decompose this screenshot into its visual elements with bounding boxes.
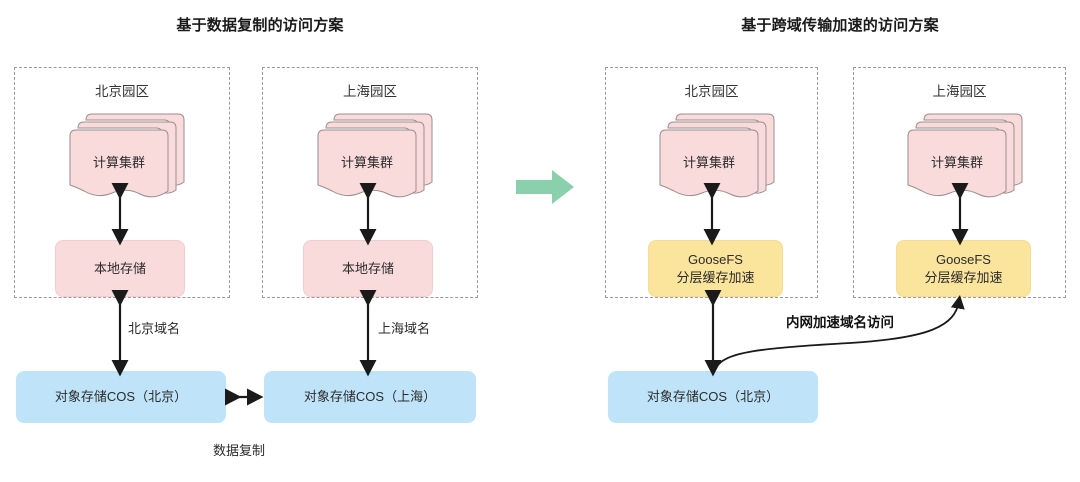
cos-beijing-right-label: 对象存储COS（北京）	[646, 389, 780, 405]
cos-shanghai-left-label: 对象存储COS（上海）	[303, 389, 437, 405]
left-panel-title: 基于数据复制的访问方案	[176, 17, 344, 34]
cluster-stack-icon	[907, 113, 1023, 198]
cluster-right-shanghai: 计算集群	[900, 108, 1030, 198]
edge-label-shanghai-domain: 上海域名	[378, 321, 431, 336]
cos-beijing-left-label: 对象存储COS（北京）	[54, 389, 188, 405]
cluster-stack-icon	[659, 113, 775, 198]
zone-right-shanghai-label: 上海园区	[932, 84, 987, 99]
cos-beijing-right: 对象存储COS（北京）	[608, 371, 818, 423]
goosefs-beijing-label: GooseFS 分层缓存加速	[676, 251, 754, 286]
right-panel-title: 基于跨域传输加速的访问方案	[741, 17, 939, 34]
edge-label-accelerated-access: 内网加速域名访问	[786, 315, 894, 330]
edge-label-replication: 数据复制	[213, 443, 266, 458]
goosefs-beijing: GooseFS 分层缓存加速	[648, 240, 783, 297]
goosefs-shanghai-label: GooseFS 分层缓存加速	[924, 251, 1002, 286]
goosefs-shanghai-line1: GooseFS	[936, 251, 991, 267]
goosefs-shanghai: GooseFS 分层缓存加速	[896, 240, 1031, 297]
edge-label-beijing-domain: 北京域名	[128, 321, 181, 336]
cluster-left-beijing: 计算集群	[62, 108, 192, 198]
storage-left-shanghai-label: 本地存储	[341, 260, 394, 276]
cluster-stack-icon	[317, 113, 433, 198]
cluster-left-shanghai: 计算集群	[310, 108, 440, 198]
goosefs-beijing-line1: GooseFS	[688, 251, 743, 267]
storage-left-shanghai: 本地存储	[303, 240, 433, 297]
zone-left-beijing-label: 北京园区	[95, 84, 149, 99]
zone-left-shanghai-label: 上海园区	[343, 84, 397, 99]
storage-left-beijing: 本地存储	[55, 240, 185, 297]
cluster-stack-icon	[69, 113, 185, 198]
cos-shanghai-left: 对象存储COS（上海）	[264, 371, 476, 423]
transition-right-arrow-icon	[516, 170, 574, 204]
goosefs-shanghai-line2: 分层缓存加速	[924, 269, 1003, 285]
goosefs-beijing-line2: 分层缓存加速	[676, 269, 755, 285]
cluster-right-beijing: 计算集群	[652, 108, 782, 198]
zone-right-beijing-label: 北京园区	[684, 84, 739, 99]
cos-beijing-left: 对象存储COS（北京）	[16, 371, 226, 423]
storage-left-beijing-label: 本地存储	[93, 260, 146, 276]
